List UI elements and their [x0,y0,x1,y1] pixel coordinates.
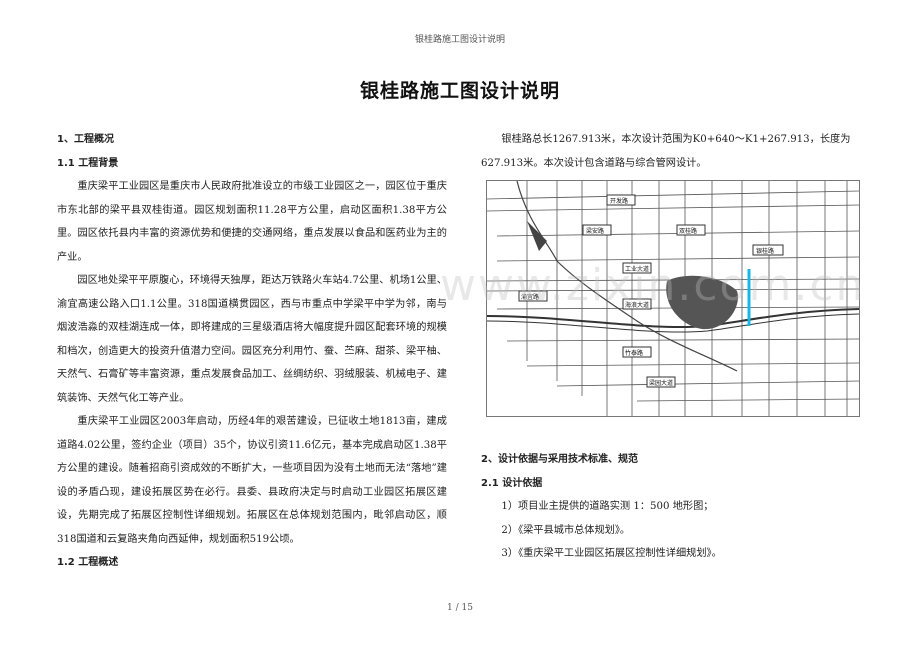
paragraph-background-3: 重庆梁平工业园区2003年启动，历经4年的艰苦建设，已征收土地1813亩，建成道… [57,416,447,545]
list-item: 3）《重庆梁平工业园区拓展区控制性详细规划》。 [501,548,722,559]
section-heading-1-1: 1.1 工程背景 [57,157,119,169]
section-heading-2: 2、设计依据与采用技术标准、规范 [481,454,638,465]
paragraph-background-1: 重庆梁平工业园区是重庆市人民政府批准设立的市级工业园区之一，园区位于重庆市东北部… [57,181,447,263]
right-column-lower: 2、设计依据与采用技术标准、规范 2.1 设计依据 1）项目业主提供的道路实测 … [481,448,866,566]
map-label-5: 渝宜路 [521,293,539,301]
document-title: 银桂路施工图设计说明 [359,80,560,102]
list-item: 1）项目业主提供的道路实测 1：500 地形图； [501,501,714,512]
map-label-6: 海浪大道 [625,301,649,309]
section-heading-2-1: 2.1 设计依据 [481,477,543,489]
right-column: 银桂路总长1267.913米，本次设计范围为K0+640～K1+267.913，… [481,128,866,175]
page-number: 1 / 15 [447,603,473,613]
running-header: 银桂路施工图设计说明 [414,35,505,45]
map-label-8: 梁园大道 [649,379,673,387]
map-label-9: 双桂路 [679,227,697,235]
map-label-3: 银桂路 [756,247,774,255]
left-column: 1、工程概况 1.1 工程背景 重庆梁平工业园区是重庆市人民政府批准设立的市级工… [57,128,447,575]
location-map: 开发路 梁安路 银桂路 工业大道 渝宜路 海浪大道 竹泰路 梁园大道 双桂路 [486,180,860,417]
section-heading-1: 1、工程概况 [57,134,114,145]
list-item: 2）《梁平县城市总体规划》。 [501,524,631,536]
map-label-4: 工业大道 [625,265,649,273]
map-label-2: 梁安路 [586,227,604,235]
map-label-7: 竹泰路 [625,349,643,357]
paragraph-intro: 银桂路总长1267.913米，本次设计范围为K0+640～K1+267.913，… [481,134,851,169]
map-label-1: 开发路 [610,197,628,205]
watermark: www.zixin.com.cn [440,260,866,311]
paragraph-background-2: 园区地处梁平平原腹心，环境得天独厚，距达万铁路火车站4.7公里、机场1公里、渝宜… [57,275,447,404]
map-drawing: 开发路 梁安路 银桂路 工业大道 渝宜路 海浪大道 竹泰路 梁园大道 双桂路 [487,181,859,416]
section-heading-1-2: 1.2 工程概述 [57,557,119,568]
